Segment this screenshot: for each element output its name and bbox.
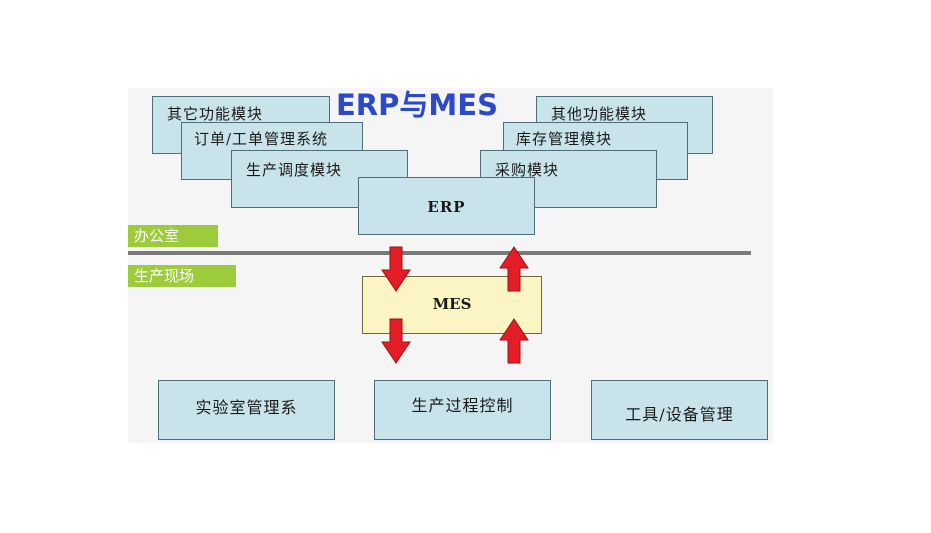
right-module-inventory-label: 库存管理模块 [516,130,613,148]
left-module-other-functions-label: 其它功能模块 [167,105,264,123]
right-module-other-functions-label: 其他功能模块 [551,105,648,123]
mes-label: MES [432,295,472,313]
bottom-module-tool-equipment: 工具/设备管理 [591,380,768,440]
diagram-title: ERP与MES [336,88,498,122]
bottom-module-process-control: 生产过程控制 [374,380,551,440]
bottom-module-lab-management-label: 实验室管理系 [195,398,298,417]
right-module-purchasing-label: 采购模块 [495,161,560,179]
left-module-order-system-label: 订单/工单管理系统 [194,130,329,148]
erp-to-mes-down-arrow-icon [381,246,411,292]
bottom-module-tool-equipment-label: 工具/设备管理 [625,405,734,424]
office-factory-divider [128,251,751,255]
erp-box: ERP [358,177,535,235]
shopfloor-to-mes-up-arrow-icon [499,318,529,364]
mes-to-erp-up-arrow-icon [499,246,529,292]
factory-zone-tag: 生产现场 [128,265,236,287]
left-module-scheduling-label: 生产调度模块 [246,161,343,179]
office-zone-tag: 办公室 [128,225,218,247]
mes-to-shopfloor-down-arrow-icon [381,318,411,364]
erp-label: ERP [427,198,466,216]
bottom-module-process-control-label: 生产过程控制 [411,396,514,415]
bottom-module-lab-management: 实验室管理系 [158,380,335,440]
